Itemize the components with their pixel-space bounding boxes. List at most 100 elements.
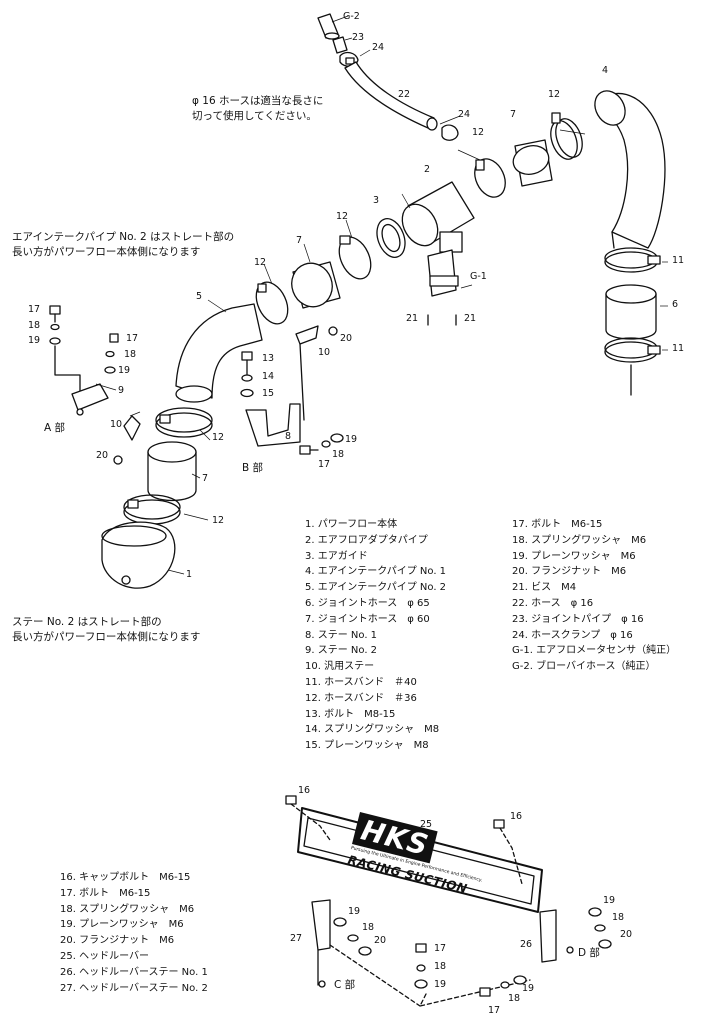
callout-19-b: 19: [118, 365, 131, 376]
d-part-hardware: [479, 907, 612, 997]
callout-18-a: 18: [28, 320, 41, 331]
callout-22: 22: [398, 89, 411, 100]
parts-list-item: 16. キャップボルト M6-15: [60, 872, 191, 883]
stay2-note-line-1: ステー No. 2 はストレート部の: [12, 616, 162, 628]
parts-list-item: 18. スプリングワッシャ M6: [60, 903, 195, 915]
callout-12-d: 12: [254, 257, 267, 268]
cap-bolt-16-right: [493, 819, 523, 885]
callout-20-g: 20: [620, 929, 633, 940]
parts-list-item: 25. ヘッドルーバー: [60, 950, 149, 962]
callout-g2: G-2: [343, 11, 360, 22]
callout-19-f: 19: [522, 983, 535, 994]
callout-3: 3: [373, 195, 380, 206]
callout-13: 13: [262, 353, 275, 364]
stay2-note-line-2: 長い方がパワーフロー本体側になります: [12, 631, 201, 643]
parts-list-item: 1. パワーフロー本体: [305, 519, 398, 530]
hose-band-12-d: [255, 281, 289, 325]
hose-note-line-2: 切って使用してください。: [192, 110, 317, 122]
callout-17-a: 17: [28, 304, 41, 315]
callout-18-f: 18: [508, 993, 521, 1004]
parts-list-item: 15. プレーンワッシャ M8: [305, 740, 429, 752]
detail-label-b: B 部: [242, 462, 264, 474]
hose-note-line-1: φ 16 ホースは適当な長さに: [192, 95, 324, 107]
parts-list-item: G-1. エアフロメータセンサ（純正）: [512, 645, 677, 657]
pipe2-note-line-1: エアインテークパイプ No. 2 はストレート部の: [12, 231, 235, 243]
joint-pipe-23: [332, 36, 348, 54]
intake-pipe-no2: [175, 303, 263, 403]
callout-7-c: 7: [202, 473, 209, 484]
callout-18-d: 18: [362, 922, 375, 933]
callout-17-b: 17: [126, 333, 139, 344]
callout-27: 27: [290, 933, 303, 944]
hose-clamp-24-lower: [441, 124, 459, 141]
hose-band-11-upper: [604, 247, 661, 273]
parts-list-item: 11. ホースバンド ＃40: [305, 676, 417, 688]
callout-1: 1: [186, 569, 193, 580]
joint-hose-6: [605, 284, 657, 340]
pipe2-orientation-note: エアインテークパイプ No. 2 はストレート部の 長い方がパワーフロー本体側に…: [12, 230, 234, 260]
parts-list-item: 23. ジョイントパイプ φ 16: [512, 613, 644, 625]
callout-7-a: 7: [510, 109, 517, 120]
hose-22: [344, 61, 438, 131]
stay-8-hardware: [299, 433, 344, 455]
callout-21-left: 21: [406, 313, 419, 324]
callout-20-d: 20: [374, 935, 387, 946]
callout-11-upper: 11: [672, 255, 685, 266]
hose-band-12-e: [155, 407, 213, 438]
callout-12-a: 12: [472, 127, 485, 138]
callout-10-b: 10: [318, 347, 331, 358]
airflow-adapter-pipe-2: [401, 181, 475, 253]
callout-4: 4: [602, 65, 609, 76]
callout-18-c: 18: [332, 449, 345, 460]
callout-17-c: 17: [318, 459, 331, 470]
parts-list-item: 18. スプリングワッシャ M6: [512, 534, 647, 546]
parts-list-item: 17. ボルト M6-15: [60, 887, 151, 899]
louver-stay-27: [311, 899, 331, 988]
parts-list-item: 20. フランジナット M6: [512, 566, 627, 578]
parts-list-hardware: 17. ボルト M6-15 18. スプリングワッシャ M6 19. プレーンワ…: [512, 517, 676, 675]
powerflow-body-1: [101, 521, 176, 589]
callout-19-a: 19: [28, 335, 41, 346]
callout-18-b: 18: [124, 349, 137, 360]
parts-list-item: 2. エアフロアダプタパイプ: [305, 534, 428, 546]
intake-pipe-no1: [594, 90, 666, 249]
stay2-orientation-note: ステー No. 2 はストレート部の 長い方がパワーフロー本体側になります: [12, 615, 200, 645]
parts-list-item: 3. エアガイド: [305, 550, 368, 562]
hose-band-12-b: [474, 158, 506, 198]
callout-19-c: 19: [345, 434, 358, 445]
callout-24-lower: 24: [458, 109, 471, 120]
joint-hose-7-a: [512, 139, 553, 187]
joint-hose-7-b: [291, 261, 341, 309]
callout-19-d: 19: [348, 906, 361, 917]
stay-no1-8: [245, 403, 301, 447]
parts-list-item: 5. エアインテークパイプ No. 2: [305, 582, 447, 594]
air-guide-3: [376, 218, 406, 258]
a-part-hardware: [49, 305, 141, 465]
callout-20-b: 20: [340, 333, 353, 344]
callout-15: 15: [262, 388, 275, 399]
callout-2: 2: [424, 164, 431, 175]
joint-hose-7-c: [147, 441, 197, 502]
parts-list-item: 7. ジョイントホース φ 60: [305, 613, 430, 625]
parts-list-item: 13. ボルト M8-15: [305, 708, 396, 720]
parts-list-item: 24. ホースクランプ φ 16: [512, 629, 633, 641]
hose-band-12-c: [338, 235, 372, 280]
parts-list-item: 20. フランジナット M6: [60, 935, 175, 947]
callout-19-e: 19: [434, 979, 447, 990]
plain-washer-15: [240, 388, 254, 398]
callout-26: 26: [520, 939, 533, 950]
callout-12-e: 12: [212, 432, 225, 443]
detail-label-d: D 部: [578, 947, 600, 959]
parts-list-item: 19. プレーンワッシャ M6: [512, 550, 636, 562]
callout-17-e: 17: [488, 1005, 501, 1016]
general-stay-10-upper: [295, 325, 338, 421]
c-part-hardware: [329, 917, 531, 1007]
parts-list-item: 8. ステー No. 1: [305, 629, 378, 641]
callout-20-a: 20: [96, 450, 109, 461]
parts-list-item: 17. ボルト M6-15: [512, 519, 603, 530]
callout-17-d: 17: [434, 943, 447, 954]
parts-list-item: 22. ホース φ 16: [512, 597, 594, 609]
callout-19-g: 19: [603, 895, 616, 906]
parts-list-item: G-2. ブローバイホース（純正）: [512, 661, 656, 673]
callout-16-right: 16: [510, 811, 523, 822]
